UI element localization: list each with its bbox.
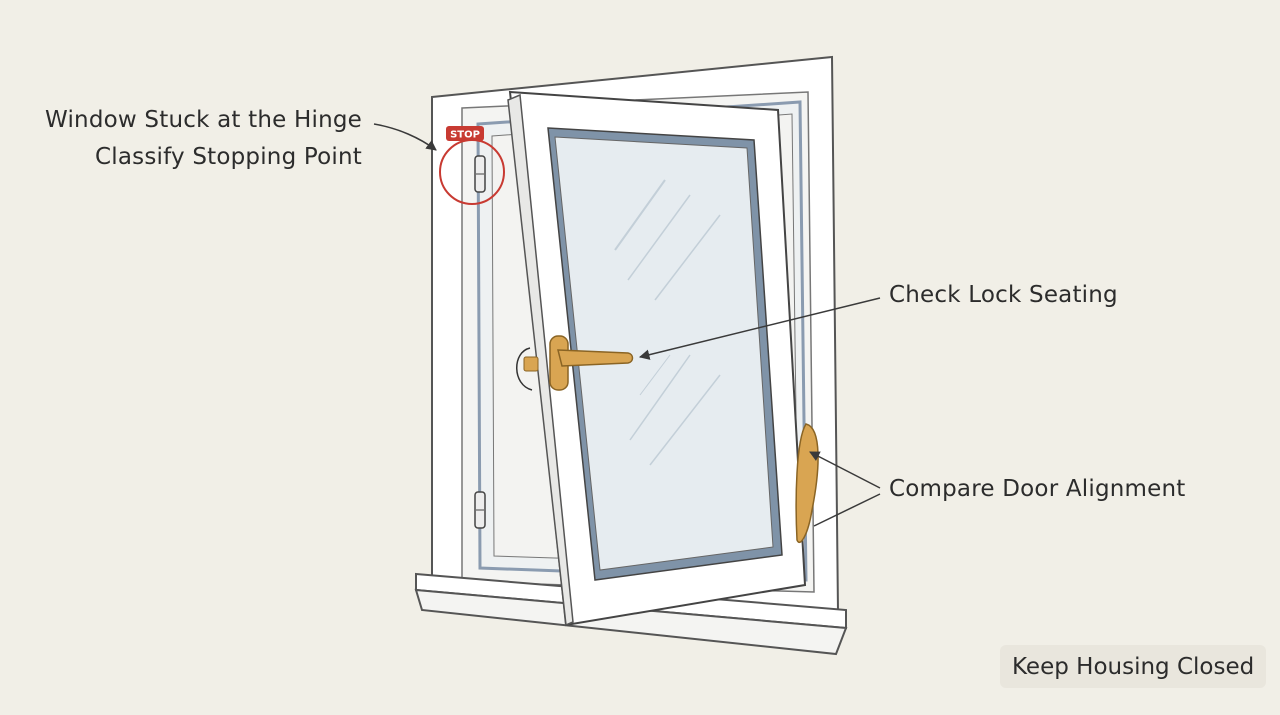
hinge-label: Window Stuck at the Hinge (45, 107, 362, 133)
lock-handle (516, 335, 634, 391)
hinge-leader (373, 123, 437, 151)
door-alignment-label: Compare Door Alignment (889, 476, 1186, 502)
window-sash (507, 90, 807, 627)
lock-label: Check Lock Seating (889, 282, 1118, 308)
lock-leader (638, 297, 881, 360)
stop-sign-icon: STOP (446, 126, 484, 141)
housing-badge: Keep Housing Closed (1000, 645, 1267, 688)
door-leader-bottom (813, 493, 881, 527)
stop-text: STOP (450, 130, 480, 141)
hinge-top (474, 155, 486, 193)
door-leader-top (809, 451, 881, 489)
hinge-bottom (474, 491, 486, 529)
stopping-point-label: Classify Stopping Point (95, 144, 362, 170)
